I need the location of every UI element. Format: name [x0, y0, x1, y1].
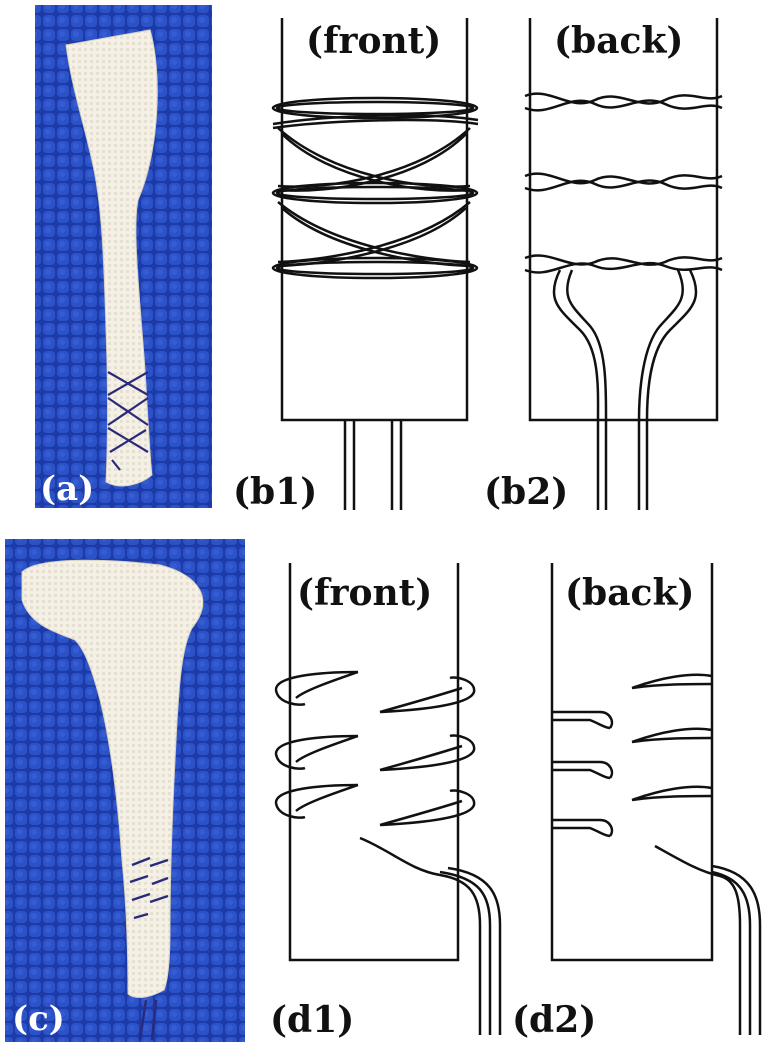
- diagram-panel-b2: (back) (b2): [484, 18, 723, 513]
- photo-panel-c: (c): [5, 539, 245, 1042]
- panel-label-b2: (b2): [484, 471, 568, 513]
- panel-label-d2: (d2): [512, 999, 596, 1041]
- panel-label-d1: (d1): [270, 999, 354, 1041]
- right-hooks-d1: [379, 676, 476, 827]
- suture-loops-b1: [271, 96, 479, 280]
- diagram-panel-d2: (back) (d2): [512, 563, 762, 1041]
- tendon-outline-b2: [528, 18, 719, 422]
- suture-tails-d1: [359, 836, 502, 1035]
- diagram-panel-b1: (front) (b1): [233, 18, 479, 513]
- suture-tails-b1: [343, 420, 403, 510]
- tendon-outline-b1: [280, 18, 469, 422]
- view-label-b2: (back): [554, 20, 683, 62]
- right-hooks-d2: [631, 673, 713, 802]
- panel-label-a: (a): [40, 469, 94, 509]
- diagram-panel-d1: (front) (d1): [270, 563, 502, 1041]
- view-label-b1: (front): [306, 20, 441, 62]
- suture-tails-d2: [654, 844, 762, 1035]
- tendon-outline-d1: [288, 563, 460, 962]
- view-label-d2: (back): [565, 572, 694, 614]
- left-hooks-d1: [274, 670, 359, 819]
- panel-label-b1: (b1): [233, 471, 317, 513]
- suture-exit-loops-b2: [552, 269, 698, 510]
- tendon-graft-a: [65, 29, 158, 487]
- suture-stitches-c: [129, 856, 169, 1041]
- suture-crossings-a: [107, 371, 149, 471]
- twisted-bands-b2: [524, 92, 723, 274]
- panel-label-c: (c): [12, 999, 65, 1039]
- tendon-graft-c: [21, 559, 204, 998]
- photo-panel-a: (a): [35, 5, 212, 509]
- left-hooks-d2: [552, 710, 614, 838]
- view-label-d1: (front): [297, 572, 432, 614]
